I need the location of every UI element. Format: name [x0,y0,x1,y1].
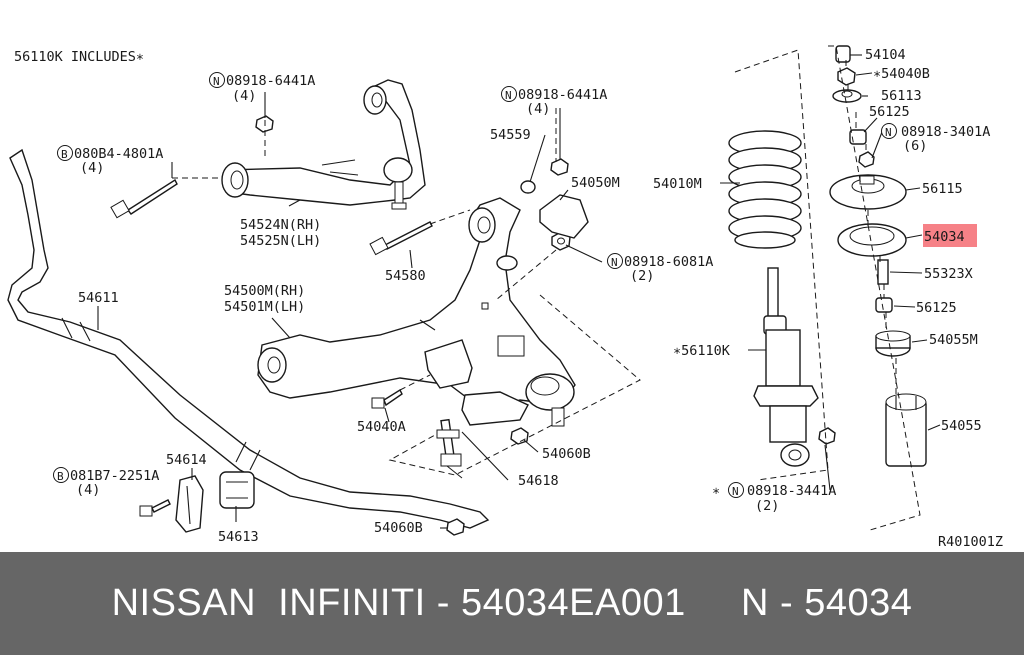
coil-spring [728,130,802,249]
bushing-56125-top [849,129,867,145]
svg-text:B: B [61,148,68,161]
bushing-clamp-54614 [175,475,204,533]
bolt-081b7 [139,499,171,517]
includes-note: 56110K INCLUDES∗ [14,49,144,65]
stabilizer-link-rod [436,418,463,479]
qty-label: (2) [755,498,779,514]
washer-54559 [520,180,536,194]
label-54104: 54104 [865,47,906,63]
seat-54055m [875,330,911,357]
qty-label: (4) [232,88,256,104]
svg-text:∗: ∗ [712,483,720,499]
guide-lines-left [172,100,641,476]
nut-54060b-bottom [446,518,465,536]
qty-label: (4) [76,482,100,498]
svg-text:N: N [885,126,892,139]
svg-text:08918-3401A: 08918-3401A [901,124,990,140]
qty-label: (4) [80,160,104,176]
svg-text:B: B [57,470,64,483]
leader-lines [97,54,941,529]
bolt-54040a [371,388,403,409]
lower-control-arm [257,197,576,427]
svg-text:N: N [505,89,512,102]
svg-text:N: N [213,75,220,88]
nut-upper-mid [550,158,569,176]
label-55323x: 55323X [924,266,973,282]
label-08918-3401a: N 08918-3401A [881,123,990,140]
label-08918-3441a: ∗ N 08918-3441A [712,482,836,499]
exploded-suspension-diagram: 56110K INCLUDES∗ N 08918-6441A (4) B 080… [7,45,1003,550]
shock-absorber [753,267,819,467]
label-56110k: ∗56110K [673,343,731,359]
bearing-54034 [837,223,907,257]
label-08918-6081a: N 08918-6081A [607,253,713,270]
bumper-54055 [885,393,927,467]
qty-label: (6) [903,138,927,154]
highlight-54034 [923,224,977,247]
cap-54104 [835,45,851,63]
washer-56113 [832,89,862,103]
guide-lines-strut [734,45,921,531]
label-08918-6441a-left: N 08918-6441A [209,72,315,89]
label-080b4-4801a: B 080B4-4801A [57,145,163,162]
bushing-56125-bottom [875,297,893,313]
label-54060b-bottom: 54060B [374,520,423,536]
label-56113: 56113 [881,88,922,104]
label-54040a: 54040A [357,419,406,435]
label-54613: 54613 [218,529,259,545]
svg-text:N: N [732,485,739,498]
bound-bumper-55323x [877,259,889,285]
label-54614: 54614 [166,452,207,468]
qty-label: (2) [630,268,654,284]
label-56115: 56115 [922,181,963,197]
label-54524n: 54524N(RH) [240,217,321,233]
label-54611: 54611 [78,290,119,306]
label-56125-bottom: 56125 [916,300,957,316]
qty-label: (4) [526,101,550,117]
label-08918-6441a-mid: N 08918-6441A [501,86,607,103]
svg-text:08918-6441A: 08918-6441A [226,73,315,89]
label-54010m: 54010M [653,176,702,192]
upper-control-arm [221,79,426,210]
label-54050m: 54050M [571,175,620,191]
label-54618: 54618 [518,473,559,489]
stabilizer-bar [7,148,490,529]
label-54060b-top: 54060B [542,446,591,462]
dust-cover-54050m [539,194,589,239]
label-54525n: 54525N(LH) [240,233,321,249]
label-54040b: ∗54040B [873,66,930,82]
svg-text:08918-3441A: 08918-3441A [747,483,836,499]
label-54580: 54580 [385,268,426,284]
label-54034: 54034 [924,229,965,245]
part-caption-bar: NISSAN INFINITI - 54034EA001 N - 54034 [0,552,1024,655]
mount-56115 [829,174,907,210]
part-caption: NISSAN INFINITI - 54034EA001 N - 54034 [111,582,913,624]
nut-3401a [858,151,875,168]
label-54055m: 54055M [929,332,978,348]
label-081b7-2251a: B 081B7-2251A [53,467,159,484]
svg-text:08918-6081A: 08918-6081A [624,254,713,270]
label-54500m: 54500M(RH) [224,283,305,299]
svg-text:080B4-4801A: 080B4-4801A [74,146,163,162]
bolt-080b4 [110,178,178,219]
grommet [496,255,518,271]
nut-3441a [818,427,836,445]
bushing-54613 [219,471,255,509]
svg-text:08918-6441A: 08918-6441A [518,87,607,103]
bolt-54580 [369,221,433,256]
label-54501m: 54501M(LH) [224,299,305,315]
label-54559: 54559 [490,127,531,143]
label-54055: 54055 [941,418,982,434]
svg-text:081B7-2251A: 081B7-2251A [70,468,159,484]
label-56125-top: 56125 [869,104,910,120]
svg-text:N: N [611,256,618,269]
diagram-reference-code: R401001Z [938,534,1003,550]
